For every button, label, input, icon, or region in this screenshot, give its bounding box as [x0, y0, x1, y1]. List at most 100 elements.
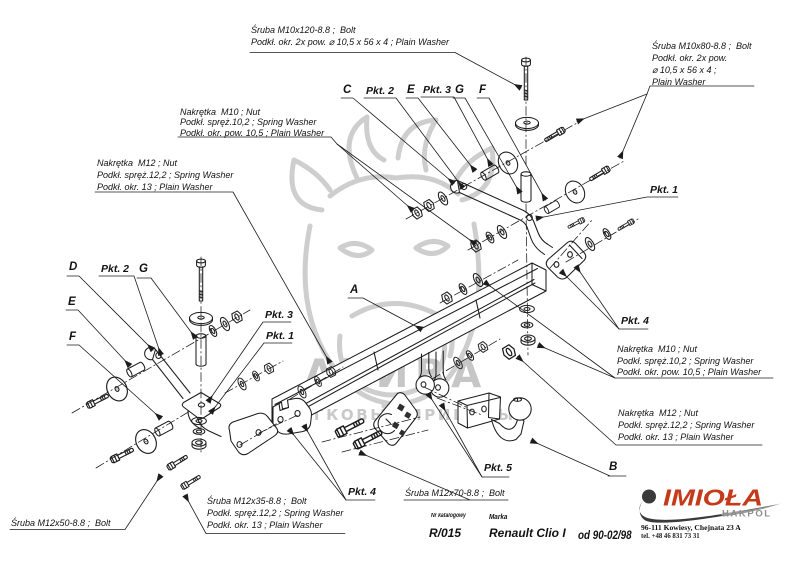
bolt-left-lower-icon	[109, 445, 136, 465]
bolt-m12x50-icon	[165, 453, 190, 472]
label-pkt1-left: Pkt. 1	[266, 330, 295, 342]
nut-icon	[229, 309, 245, 325]
callout-line: Podkł. okr. 13 ; Plain Washer	[207, 520, 323, 530]
hook-hole-pkt5-a	[420, 381, 427, 388]
nut-icon	[439, 290, 455, 306]
spring-washer-icon	[601, 226, 613, 242]
spring-washer-icon	[520, 321, 534, 329]
title-brand-label: Marka	[489, 512, 508, 521]
nut-icon	[191, 438, 207, 450]
callout-bolt-m12x35: Śruba M12x35-8.8 ; Bolt Podkł. spręż.12,…	[207, 495, 343, 531]
callout-line: Śruba M12x35-8.8 ; Bolt	[207, 496, 307, 506]
right-spacer-tube	[520, 171, 532, 203]
bolt-icon	[587, 164, 612, 183]
title-catalog-value: R/015	[429, 526, 462, 540]
spring-washer-icon	[207, 323, 219, 339]
label-pkt2-left: Pkt. 2	[101, 263, 130, 275]
bolt-m12x35-icon	[179, 473, 202, 491]
label-e-top: E	[407, 84, 415, 96]
callout-line: Nakrętka M10 ; Nut	[617, 344, 698, 354]
bolt-icon	[566, 216, 586, 231]
label-c: C	[343, 84, 352, 96]
label-pkt4-left: Pkt. 4	[348, 486, 377, 498]
callout-line: Nakrętka M10 ; Nut	[180, 107, 261, 117]
label-pkt4-right: Pkt. 4	[621, 315, 650, 327]
spacer-sleeve-icon	[542, 199, 561, 215]
backing-plate	[373, 392, 418, 446]
callout-line: Podkł. okr. 2x pow.	[652, 53, 728, 63]
callout-line: Podkł. okr. pow. 10,5 ; Plain Washer	[180, 127, 325, 138]
label-pkt5: Pkt. 5	[484, 462, 513, 474]
callout-bolt-m12x70: Śruba M12x70-8.8 ; Bolt	[405, 487, 505, 500]
callout-line: Podkł. okr. 13 ; Plain Washer	[618, 432, 734, 442]
nut-icon	[500, 342, 518, 362]
spacer-sleeve-icon	[153, 419, 175, 438]
callout-line: Podkł. spręż.12,2 ; Spring Washer	[207, 508, 344, 518]
beam-hole-pkt4-b	[294, 409, 301, 418]
label-pkt3-left: Pkt. 3	[265, 309, 294, 321]
spring-washer-icon	[192, 428, 206, 435]
spring-washer-icon	[464, 349, 476, 362]
large-washer-icon	[514, 116, 540, 131]
callout-bolt-m12x50: Śruba M12x50-8.8 ; Bolt	[11, 517, 111, 530]
callout-nut-m10-right: Nakrętka M10 ; Nut Podkł. spręż.10,2 ; S…	[617, 344, 761, 379]
title-brand-value: Renault Clio I	[489, 526, 566, 540]
callout-line: Podkł. okr. 2x pow. ⌀ 10,5 x 56 x 4 ; Pl…	[251, 37, 450, 47]
logo-address: 96-111 Kowiesy, Chejnata 23 A	[641, 523, 741, 532]
callout-line: Podkł. spręż.10,2 ; Spring Washer	[617, 355, 754, 366]
label-d: D	[69, 261, 78, 273]
label-a: A	[350, 284, 359, 296]
label-g-top: G	[455, 84, 464, 96]
washer-icon	[494, 223, 510, 241]
label-pkt1-right: Pkt. 1	[650, 184, 679, 196]
callout-line: Podkł. spręż.12,2 ; Spring Washer	[618, 420, 755, 430]
spacer-sleeve-icon	[125, 360, 147, 379]
callout-line: ⌀ 10,5 x 56 x 4 ;	[652, 65, 717, 75]
callout-line: Nakrętka M12 ; Nut	[618, 408, 699, 418]
label-f-top: F	[479, 84, 487, 96]
bolt-m10x80-icon	[542, 126, 567, 144]
large-washer-icon	[131, 425, 161, 458]
title-period: od 90-02/98	[578, 528, 632, 542]
bolt-left-upper-icon	[85, 391, 111, 410]
callout-line: Podkł. okr. pow. 10,5 ; Plain Washer	[617, 367, 762, 377]
beam-hole-pkt4-a	[277, 415, 284, 424]
label-pkt2-top: Pkt. 2	[366, 85, 395, 97]
callout-nut-m12-left: Nakrętka M12 ; Nut Podkł. spręż.12,2 ; S…	[97, 157, 233, 193]
callout-line: Śruba M12x50-8.8 ; Bolt	[11, 518, 111, 528]
callout-line: Śruba M10x120-8.8 ; Bolt	[251, 25, 356, 35]
logo-phone: tel. +48 46 831 73 31	[641, 532, 700, 540]
callout-bolt-m10x120: Śruba M10x120-8.8 ; Bolt Podkł. okr. 2x …	[251, 24, 449, 48]
callout-line: Plain Washer	[652, 77, 706, 87]
callout-line: Podkł. spręż.12,2 ; Spring Washer	[97, 170, 234, 180]
label-f-left: F	[69, 331, 77, 343]
washer-icon	[218, 315, 232, 333]
bolt-icon	[616, 217, 636, 233]
large-washer-icon	[560, 177, 590, 207]
label-b: B	[609, 461, 618, 473]
callout-nut-m10-left: Nakrętka M10 ; Nut Podkł. spręż.10,2 ; S…	[180, 107, 324, 138]
washer-icon	[435, 190, 451, 207]
callout-line: Podkł. okr. 13 ; Plain Washer	[97, 182, 213, 192]
spring-washer-icon	[250, 369, 262, 383]
label-e-left: E	[68, 296, 76, 308]
leader-lines	[9, 52, 774, 534]
label-g-left: G	[139, 263, 148, 275]
callout-line: Podkł. spręż.10,2 ; Spring Washer	[180, 117, 317, 128]
washer-icon	[582, 235, 598, 253]
callout-line: Nakrętka M12 ; Nut	[97, 158, 178, 168]
main-beam	[271, 262, 547, 429]
arm-hole-pkt1	[526, 213, 533, 222]
left-bracket-arm	[144, 346, 279, 456]
tow-ball	[457, 392, 532, 442]
callout-line: Śruba M12x70-8.8 ; Bolt	[405, 488, 505, 498]
callout-nut-m12-right: Nakrętka M12 ; Nut Podkł. spręż.12,2 ; S…	[618, 407, 754, 443]
hook-hole-pkt5-b	[435, 384, 441, 391]
large-washer-icon	[102, 372, 132, 406]
spring-washer-icon	[457, 281, 469, 297]
bolt-m12x70b-icon	[351, 427, 385, 451]
title-catalog-label: Nr katalogowy	[431, 513, 466, 519]
callout-line: Śruba M10x80-8.8 ; Bolt	[652, 41, 752, 51]
